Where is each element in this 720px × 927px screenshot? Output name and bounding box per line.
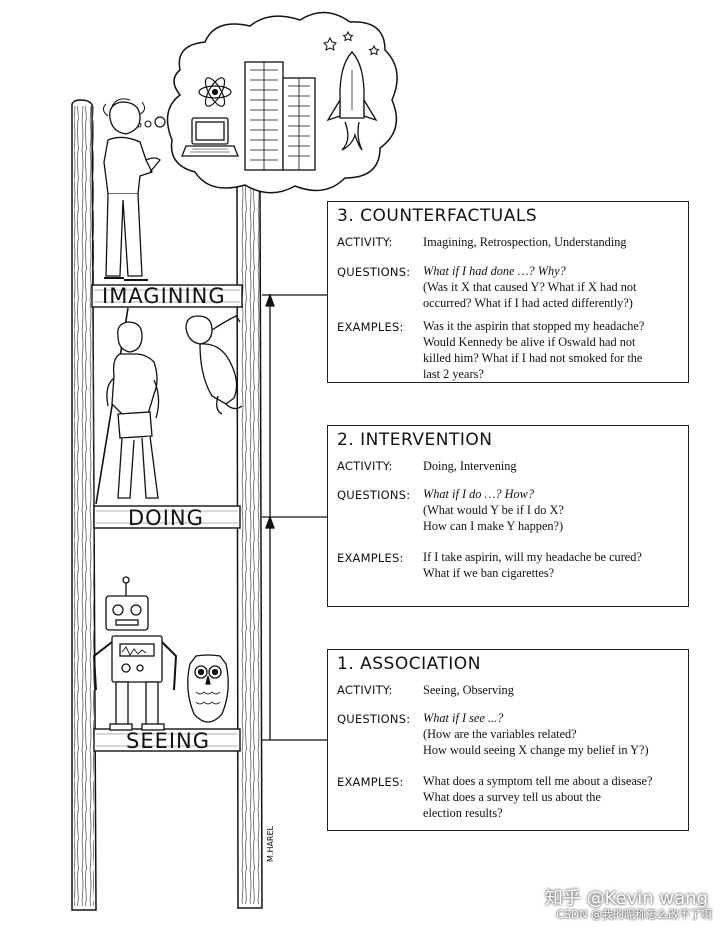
rung-label-doing: DOING [128,506,204,530]
robot-figure [92,576,178,731]
skyscraper-icon [244,61,316,171]
rung-label-imagining: IMAGINING [102,284,226,308]
einstein-figure [102,98,161,281]
box-title: 1. ASSOCIATION [337,654,481,674]
questions-label: QUESTIONS: [337,712,411,726]
watermark-csdn: CSDN @我的昵称怎么改不了啊 [556,908,712,921]
ladder-right-rail [236,172,263,909]
activity-label: ACTIVITY: [337,459,393,473]
questions-text: What if I see ...? (How are the variable… [423,711,649,757]
rocket-icon [326,51,378,151]
caveman-figure [95,307,160,505]
artist-signature: M.HAREL [266,825,275,862]
activity-text: Doing, Intervening [423,459,517,473]
rung-imagining [91,284,243,308]
rung-seeing [93,728,241,752]
questions-label: QUESTIONS: [337,488,411,502]
connector-arrows [262,293,328,741]
atom-icon [198,77,232,107]
counterfactuals-box: 3. COUNTERFACTUALS ACTIVITY: Imagining, … [327,201,689,383]
intervention-box: 2. INTERVENTION ACTIVITY: Doing, Interve… [327,425,689,607]
examples-label: EXAMPLES: [337,775,404,789]
box-title: 3. COUNTERFACTUALS [337,206,538,226]
ladder-left-rail [71,99,97,911]
stars-icon [323,30,380,56]
examples-label: EXAMPLES: [337,320,404,334]
association-box: 1. ASSOCIATION ACTIVITY: Seeing, Observi… [327,649,689,831]
questions-text: What if I do …? How? (What would Y be if… [423,487,564,533]
activity-text: Seeing, Observing [423,683,514,697]
examples-text: If I take aspirin, will my headache be c… [423,550,642,580]
laptop-icon [181,117,239,157]
rung-label-seeing: SEEING [126,729,211,753]
examples-label: EXAMPLES: [337,551,404,565]
owl-figure [187,654,229,723]
activity-label: ACTIVITY: [337,683,393,697]
baby-figure [185,315,243,415]
examples-text: Was it the aspirin that stopped my heada… [423,319,645,381]
box-title: 2. INTERVENTION [337,430,493,450]
watermark-zhihu: 知乎 @Kevin wang [544,888,708,909]
rung-doing [93,505,241,529]
examples-text: What does a symptom tell me about a dise… [423,774,653,820]
questions-label: QUESTIONS: [337,265,411,279]
questions-text: What if I had done …? Why? (Was it X tha… [423,264,637,310]
activity-text: Imagining, Retrospection, Understanding [423,235,627,249]
activity-label: ACTIVITY: [337,235,393,249]
